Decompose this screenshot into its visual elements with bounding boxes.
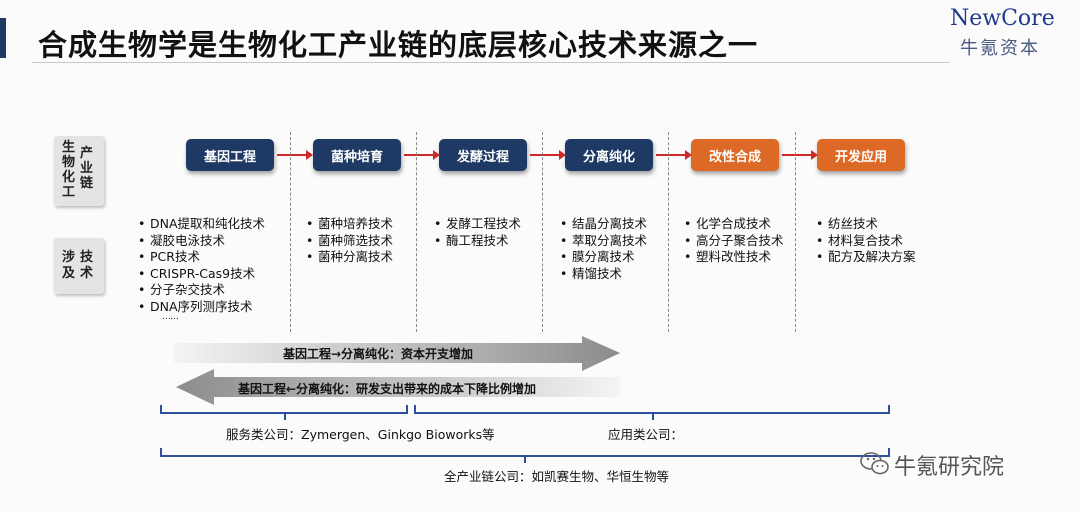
tech-item: 塑料改性技术 xyxy=(684,249,784,266)
tech-item: 化学合成技术 xyxy=(684,216,784,233)
watermark-text: 牛氪研究院 xyxy=(894,455,1005,480)
tech-item: 材料复合技术 xyxy=(816,233,916,250)
tech-list-strain-cultivation: 菌种培养技术 菌种筛选技术 菌种分离技术 xyxy=(306,216,393,266)
tech-item: 萃取分离技术 xyxy=(560,233,647,250)
application-bracket-left-tick xyxy=(414,405,416,413)
title-divider xyxy=(32,62,950,63)
column-divider-5 xyxy=(795,132,796,332)
service-bracket-left-tick xyxy=(160,405,162,413)
title-accent-bar xyxy=(0,18,6,58)
tech-item: 凝胶电泳技术 xyxy=(138,233,265,250)
stage-strain-cultivation: 菌种培育 xyxy=(313,139,401,171)
tech-list-fermentation: 发酵工程技术 酶工程技术 xyxy=(434,216,521,249)
stage-modification-synthesis: 改性合成 xyxy=(691,139,779,171)
tech-item: 菌种分离技术 xyxy=(306,249,393,266)
capex-right-arrow xyxy=(174,336,620,371)
tech-item: 酶工程技术 xyxy=(434,233,521,250)
tech-list-application: 纺丝技术 材料复合技术 配方及解决方案 xyxy=(816,216,916,266)
logo-english: NewCore xyxy=(950,6,1055,31)
tech-item: 配方及解决方案 xyxy=(816,249,916,266)
tech-item: 结晶分离技术 xyxy=(560,216,647,233)
side-label-industry-chain: 生物化工 产业链 xyxy=(54,136,104,206)
stage-genetic-engineering: 基因工程 xyxy=(186,139,274,171)
service-bracket-right-tick xyxy=(406,405,408,413)
column-divider-3 xyxy=(542,132,543,332)
column-divider-2 xyxy=(416,132,417,332)
tech-item: DNA提取和纯化技术 xyxy=(138,216,265,233)
page-title: 合成生物学是生物化工产业链的底层核心技术来源之一 xyxy=(38,28,759,62)
capex-arrow-label: 基因工程→分离纯化：资本开支增加 xyxy=(283,347,474,361)
wechat-icon xyxy=(860,452,889,475)
tech-list-modification: 化学合成技术 高分子聚合技术 塑料改性技术 xyxy=(684,216,784,266)
tech-item: 精馏技术 xyxy=(560,266,647,283)
stage-development-application: 开发应用 xyxy=(817,139,905,171)
full-chain-bracket-right-tick xyxy=(888,448,890,456)
full-chain-bracket-center-tick xyxy=(524,455,526,463)
flow-arrow-4 xyxy=(656,150,692,160)
service-bracket-center-tick xyxy=(284,412,286,420)
application-bracket-center-tick xyxy=(652,412,654,420)
side-label-industry-chain-col1: 生物化工 xyxy=(62,140,76,200)
full-chain-companies-label: 全产业链公司：如凯赛生物、华恒生物等 xyxy=(444,469,670,484)
tech-item: 发酵工程技术 xyxy=(434,216,521,233)
flow-arrow-1 xyxy=(277,150,313,160)
flow-arrow-3 xyxy=(530,150,566,160)
tech-item: 菌种培养技术 xyxy=(306,216,393,233)
cost-arrow-label: 基因工程←分离纯化：研发支出带来的成本下降比例增加 xyxy=(238,382,537,396)
flow-arrow-2 xyxy=(404,150,440,160)
full-chain-bracket-left-tick xyxy=(160,448,162,456)
company-logo: NewCore 牛氪资本 xyxy=(950,6,1070,59)
side-label-technologies-col2: 技术 xyxy=(80,250,94,281)
column-divider-1 xyxy=(290,132,291,332)
tech-item: 膜分离技术 xyxy=(560,249,647,266)
tech-item: PCR技术 xyxy=(138,249,265,266)
tech-item: CRISPR-Cas9技术 xyxy=(138,266,265,283)
application-bracket-right-tick xyxy=(888,405,890,413)
tech-item: 纺丝技术 xyxy=(816,216,916,233)
stage-fermentation: 发酵过程 xyxy=(439,139,527,171)
column-divider-4 xyxy=(668,132,669,332)
logo-chinese: 牛氪资本 xyxy=(960,38,1040,59)
tech-list-ellipsis: …… xyxy=(162,312,179,322)
service-companies-label: 服务类公司：Zymergen、Ginkgo Bioworks等 xyxy=(226,427,495,442)
tech-item: DNA序列测序技术 xyxy=(138,299,265,316)
side-label-technologies: 涉及 技术 xyxy=(54,238,104,294)
side-label-industry-chain-col2: 产业链 xyxy=(80,146,94,191)
tech-item: 菌种筛选技术 xyxy=(306,233,393,250)
flow-arrow-5 xyxy=(782,150,818,160)
tech-item: 高分子聚合技术 xyxy=(684,233,784,250)
cost-left-arrow xyxy=(176,369,620,405)
side-label-technologies-col1: 涉及 xyxy=(62,250,76,281)
tech-item: 分子杂交技术 xyxy=(138,282,265,299)
application-companies-label: 应用类公司： xyxy=(608,427,684,442)
tech-list-separation: 结晶分离技术 萃取分离技术 膜分离技术 精馏技术 xyxy=(560,216,647,282)
stage-separation-purification: 分离纯化 xyxy=(565,139,653,171)
tech-list-genetic-engineering: DNA提取和纯化技术 凝胶电泳技术 PCR技术 CRISPR-Cas9技术 分子… xyxy=(138,216,265,315)
